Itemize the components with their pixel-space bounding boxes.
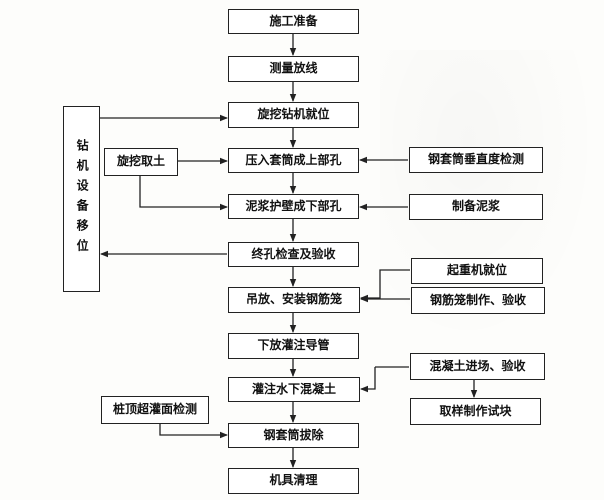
step-survey-layout: 测量放线: [228, 56, 359, 82]
step-final-hole-check: 终孔检查及验收: [228, 242, 359, 267]
arrow-rotary-soil-to-n5: [139, 176, 228, 211]
step-rotary-rig-in-place: 旋挖钻机就位: [228, 102, 359, 128]
step-construction-prep: 施工准备: [228, 9, 359, 34]
step-pour-underwater-concrete: 灌注水下混凝土: [228, 377, 360, 402]
step-equipment-cleanup: 机具清理: [228, 468, 359, 494]
step-casing-removal: 钢套筒拔除: [228, 423, 359, 448]
step-mud-wall-lower-hole: 泥浆护壁成下部孔: [228, 194, 359, 219]
input-casing-verticality-check: 钢套筒垂直度检测: [409, 147, 543, 173]
input-cage-fabrication: 钢筋笼制作、验收: [411, 287, 545, 314]
step-press-casing-upper-hole: 压入套筒成上部孔: [228, 148, 359, 173]
arrow-pile-top-to-n10: [159, 424, 228, 439]
step-hoist-install-cage: 吊放、安装钢筋笼: [228, 287, 360, 313]
arrow-concrete-join-n9: [360, 367, 376, 393]
input-sample-test-blocks: 取样制作试块: [410, 398, 541, 425]
arrow-crane-to-n7: [360, 269, 410, 302]
step-lower-tremie: 下放灌注导管: [228, 333, 359, 359]
side-pile-top-check: 桩顶超灌面检测: [101, 396, 209, 424]
input-prepare-mud: 制备泥浆: [409, 194, 543, 220]
side-rig-move: 钻机设备移位: [63, 106, 100, 292]
input-concrete-acceptance: 混凝土进场、验收: [410, 353, 545, 380]
input-crane-in-place: 起重机就位: [411, 258, 543, 284]
side-rotary-soil: 旋挖取土: [104, 148, 178, 176]
